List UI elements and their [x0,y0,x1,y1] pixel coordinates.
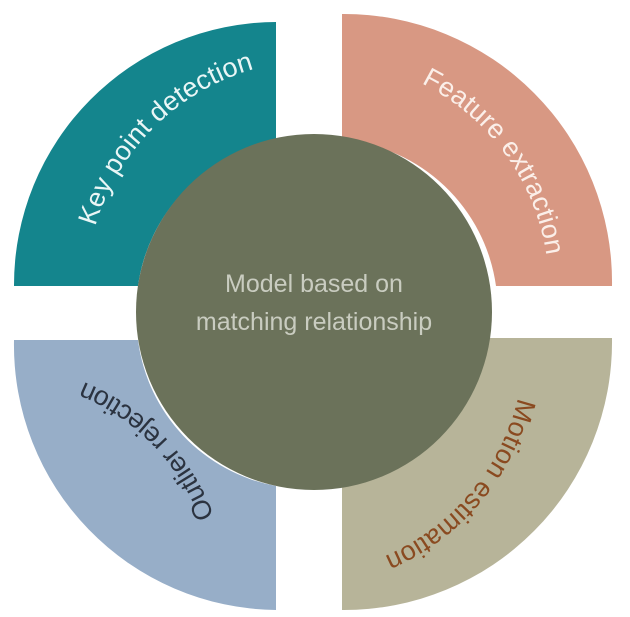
center-title-line-1: Model based on [225,270,403,298]
center-title-line-2: matching relationship [196,308,432,336]
segment-feature-extraction [342,13,613,287]
segment-motion-estimation [342,338,613,611]
center-circle [136,134,492,490]
segment-key-point-detection [13,22,276,286]
segment-outlier-rejection [13,340,277,610]
